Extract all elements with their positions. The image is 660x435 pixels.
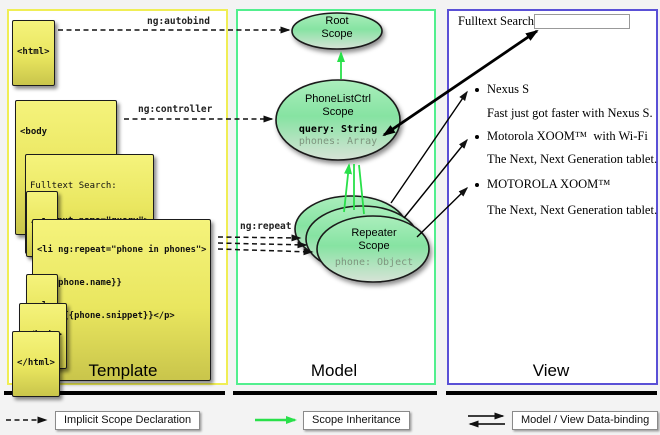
scope-label-line: Root (325, 15, 349, 27)
scope-label-line: Repeater (351, 227, 397, 239)
legend-scope-inheritance: Scope Inheritance (303, 411, 410, 430)
list-bullet (475, 183, 479, 187)
code-line: <p>{{phone.snippet}}</p> (37, 311, 175, 321)
phone-title: MOTOROLA XOOM™ (487, 177, 611, 191)
root-scope-label: Root Scope (297, 15, 377, 41)
scope-label-line: Scope (358, 240, 390, 252)
ng-repeat-label: ng:repeat (240, 221, 292, 232)
model-panel (236, 9, 436, 385)
view-fulltext-label: Fulltext Search: (458, 14, 538, 28)
code-line: {{phone.name}} (37, 278, 122, 288)
list-bullet (475, 135, 479, 139)
code-line: <li ng:repeat="phone in phones"> (37, 245, 207, 255)
legend-model-view-data-binding: Model / View Data-binding (512, 411, 659, 430)
scope-label-line: PhoneListCtrl (304, 93, 372, 105)
ng-controller-label: ng:controller (138, 104, 213, 115)
phone-snippet: The Next, Next Generation tablet. (487, 203, 658, 217)
scope-property: query: String (298, 124, 378, 135)
phone-snippet: The Next, Next Generation tablet. (487, 152, 658, 166)
html-open-box: <html> (12, 20, 55, 86)
ng-autobind-label: ng:autobind (147, 16, 210, 27)
phone-snippet: Fast just got faster with Nexus S. (487, 106, 653, 120)
phone-title: Motorola XOOM™ with Wi-Fi (487, 129, 648, 143)
code-line: <html> (17, 47, 50, 57)
template-panel-title: Template (88, 361, 158, 380)
repeater-scope-label: Repeater Scope phone: Object (319, 227, 429, 269)
phone-title: Nexus S (487, 82, 530, 96)
view-panel (447, 9, 658, 385)
scope-property: phones: Array (298, 136, 378, 147)
scope-label-line: Scope (322, 106, 354, 118)
code-line: Fulltext Search: (30, 181, 117, 191)
html-close-box: </html> (12, 331, 60, 397)
model-panel-title: Model (310, 361, 358, 380)
fulltext-search-input[interactable] (534, 14, 630, 29)
scope-label-line: Scope (321, 28, 353, 40)
view-panel-title: View (532, 361, 570, 380)
list-bullet (475, 88, 479, 92)
panel-underlines (4, 391, 657, 395)
legend-implicit-scope-declaration: Implicit Scope Declaration (55, 411, 201, 430)
code-line: </html> (17, 358, 55, 368)
scope-property: phone: Object (334, 257, 414, 268)
phonelistctrl-scope-label: PhoneListCtrl Scope query: String phones… (276, 93, 400, 148)
code-line: <body (20, 127, 48, 137)
